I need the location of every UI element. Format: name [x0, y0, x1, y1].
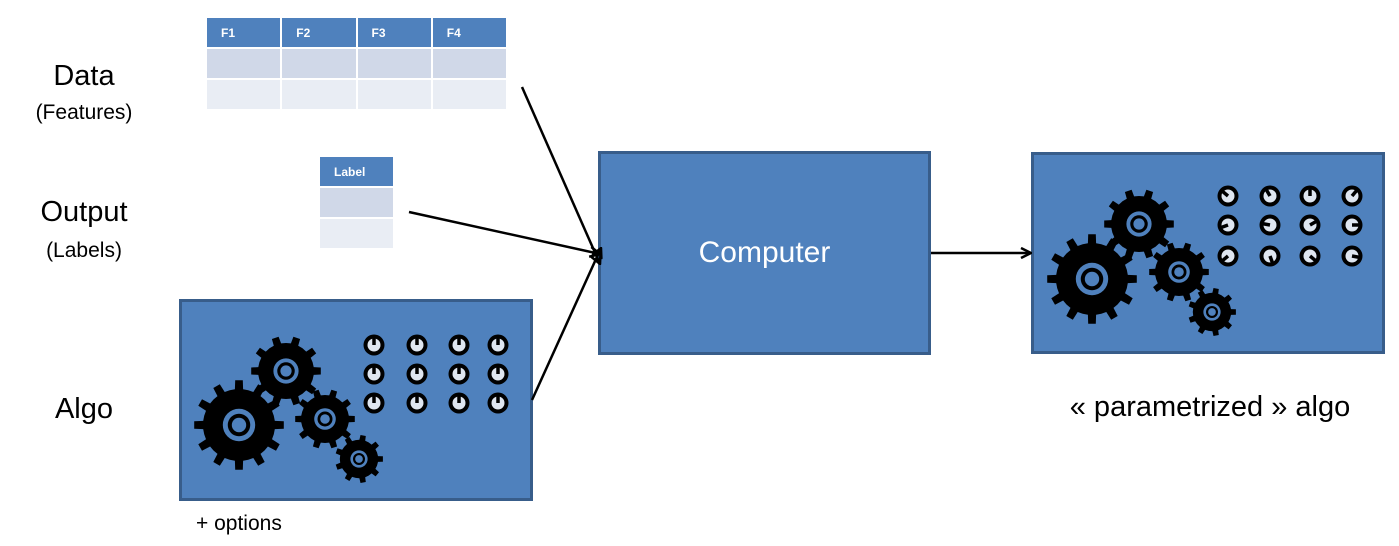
features-table: F1 F2 F3 F4: [204, 16, 509, 111]
gear-icon: [194, 380, 284, 470]
knob-icon: [406, 363, 428, 385]
knob-icon: [487, 334, 509, 356]
gear-icon: [295, 389, 355, 449]
arrow-icon: [520, 86, 600, 264]
knob-icon: [1341, 185, 1363, 207]
gear-icon: [1104, 189, 1174, 259]
label-header: Label: [318, 155, 395, 188]
knob-icon: [363, 334, 385, 356]
output-label: Output: [40, 196, 128, 228]
arrow-icon: [408, 210, 600, 254]
knobs-group-right: [1217, 185, 1363, 267]
features-label: (Features): [35, 101, 133, 124]
gear-icon: [251, 336, 321, 406]
knob-icon: [1259, 185, 1281, 207]
computer-label: Computer: [698, 236, 831, 269]
gear-icon: [335, 435, 383, 483]
table-row: [204, 47, 509, 80]
knob-icon: [1217, 245, 1239, 267]
knob-icon: [487, 363, 509, 385]
feature-header-f3: F3: [355, 16, 433, 49]
table-row: [204, 78, 509, 111]
knob-icon: [448, 392, 470, 414]
knob-icon: [1259, 214, 1281, 236]
knob-icon: [1299, 185, 1321, 207]
knob-icon: [406, 334, 428, 356]
arrow-icon: [530, 248, 601, 401]
knob-icon: [1341, 214, 1363, 236]
knobs-group-left: [363, 334, 509, 414]
feature-header-f2: F2: [280, 16, 358, 49]
gear-icon: [1149, 242, 1209, 302]
knob-icon: [1299, 214, 1321, 236]
knob-icon: [1217, 185, 1239, 207]
algo-label: Algo: [54, 393, 114, 425]
label-table: Label: [318, 155, 395, 250]
computer-box: Computer: [598, 151, 931, 355]
knob-icon: [1259, 245, 1281, 267]
knob-icon: [448, 334, 470, 356]
knob-icon: [363, 363, 385, 385]
parametrized-algo-label: « parametrized » algo: [1069, 391, 1351, 423]
data-label: Data: [53, 60, 115, 92]
knob-icon: [1299, 245, 1321, 267]
knob-icon: [487, 392, 509, 414]
knob-icon: [1217, 214, 1239, 236]
feature-header-f4: F4: [430, 16, 509, 49]
gear-icon: [1188, 288, 1236, 336]
gears-group-left: [194, 336, 383, 483]
table-row: [318, 217, 395, 250]
features-table-header: F1 F2 F3 F4: [204, 16, 509, 49]
labels-label: (Labels): [46, 239, 122, 262]
knob-icon: [1341, 245, 1363, 267]
table-row: [318, 186, 395, 219]
knob-icon: [448, 363, 470, 385]
arrows: [408, 86, 1031, 401]
knob-icon: [406, 392, 428, 414]
gears-group-right: [1047, 189, 1236, 336]
knob-icon: [363, 392, 385, 414]
options-label: + options: [196, 512, 282, 535]
feature-header-f1: F1: [204, 16, 283, 49]
label-table-header: Label: [318, 155, 395, 188]
gear-icon: [1047, 234, 1137, 324]
